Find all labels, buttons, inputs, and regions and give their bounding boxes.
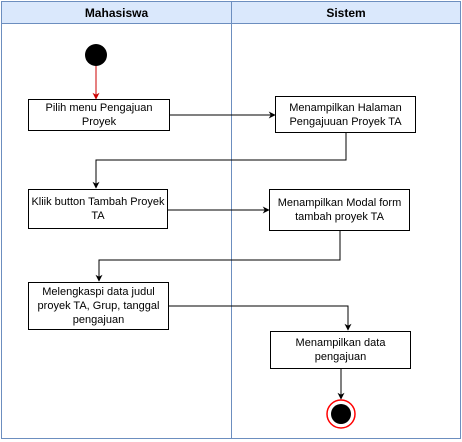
swimlane-header-sistem: Sistem	[232, 2, 460, 24]
activity-lengkapi-data: Melengkaspi data judul proyek TA, Grup, …	[28, 282, 169, 330]
activity-tampil-halaman: Menampilkan Halaman Pengajuuan Proyek TA	[275, 96, 416, 133]
edge-a2-to-a3	[92, 133, 347, 189]
swimlane-sistem: Sistem	[231, 1, 461, 439]
end-node-core	[331, 404, 351, 424]
edge-a5-to-a6	[169, 305, 352, 331]
swimlane-header-mahasiswa: Mahasiswa	[2, 2, 231, 24]
activity-pilih-menu: Pilih menu Pengajuan Proyek	[28, 99, 170, 131]
activity-tampil-modal: Menampilkan Modal form tambah proyek TA	[269, 189, 410, 231]
start-node	[85, 44, 107, 66]
edge-a4-to-a5	[95, 231, 341, 282]
activity-klik-tambah: Kliik button Tambah Proyek TA	[28, 189, 168, 229]
activity-tampil-data: Menampilkan data pengajuan	[270, 331, 411, 369]
